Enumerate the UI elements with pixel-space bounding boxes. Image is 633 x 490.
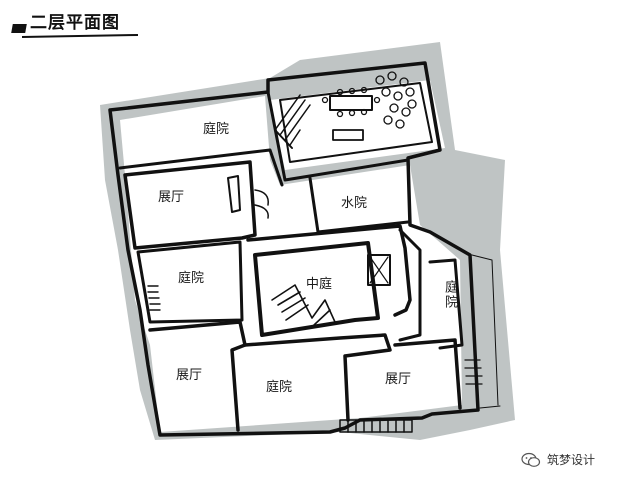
outline-right bbox=[471, 254, 501, 409]
wall-top-courtyard bbox=[118, 148, 284, 187]
room-label-left-courtyard: 庭院 bbox=[178, 271, 205, 286]
title-marker bbox=[11, 24, 27, 33]
wall-hall-upper bbox=[123, 160, 257, 250]
inner-paper bbox=[120, 80, 462, 432]
room-label-upper-hall: 展厅 bbox=[158, 190, 185, 205]
room-label-atrium: 中庭 bbox=[306, 277, 333, 292]
furniture-chairs bbox=[321, 71, 417, 129]
wall-lower-mid bbox=[243, 333, 392, 422]
wall-stair-block bbox=[266, 90, 410, 182]
stair-top bbox=[274, 94, 311, 149]
room-label-lower-courtyard: 庭院 bbox=[266, 380, 293, 395]
door-swing bbox=[254, 189, 269, 219]
wall-lower-right bbox=[393, 338, 462, 410]
hall-display-case bbox=[227, 175, 241, 213]
outer-wall bbox=[108, 61, 480, 437]
room-label-water-court: 水院 bbox=[341, 196, 368, 211]
room-label-east-courtyard: 庭院 bbox=[442, 280, 457, 310]
table-long bbox=[329, 95, 373, 111]
wall-atrium bbox=[253, 241, 380, 337]
room-label-lower-right-hall: 展厅 bbox=[385, 372, 412, 387]
watermark-text: 筑梦设计 bbox=[547, 453, 596, 467]
drawing-title: 二层平面图 bbox=[30, 13, 120, 33]
stair-left bbox=[147, 285, 161, 311]
wall-east-corridor bbox=[398, 228, 464, 350]
side-steps bbox=[464, 359, 483, 385]
table-small bbox=[332, 129, 364, 141]
wall-court-left bbox=[136, 240, 244, 324]
wechat-icon bbox=[521, 452, 541, 468]
entrance-steps bbox=[339, 419, 413, 433]
watermark: 筑梦设计 bbox=[521, 451, 595, 468]
wall-center-upper bbox=[246, 224, 412, 317]
stair-atrium bbox=[271, 284, 336, 326]
elevator bbox=[367, 254, 391, 286]
room-label-lower-left-hall: 展厅 bbox=[176, 368, 203, 383]
room-label-top-courtyard: 庭院 bbox=[203, 122, 230, 137]
